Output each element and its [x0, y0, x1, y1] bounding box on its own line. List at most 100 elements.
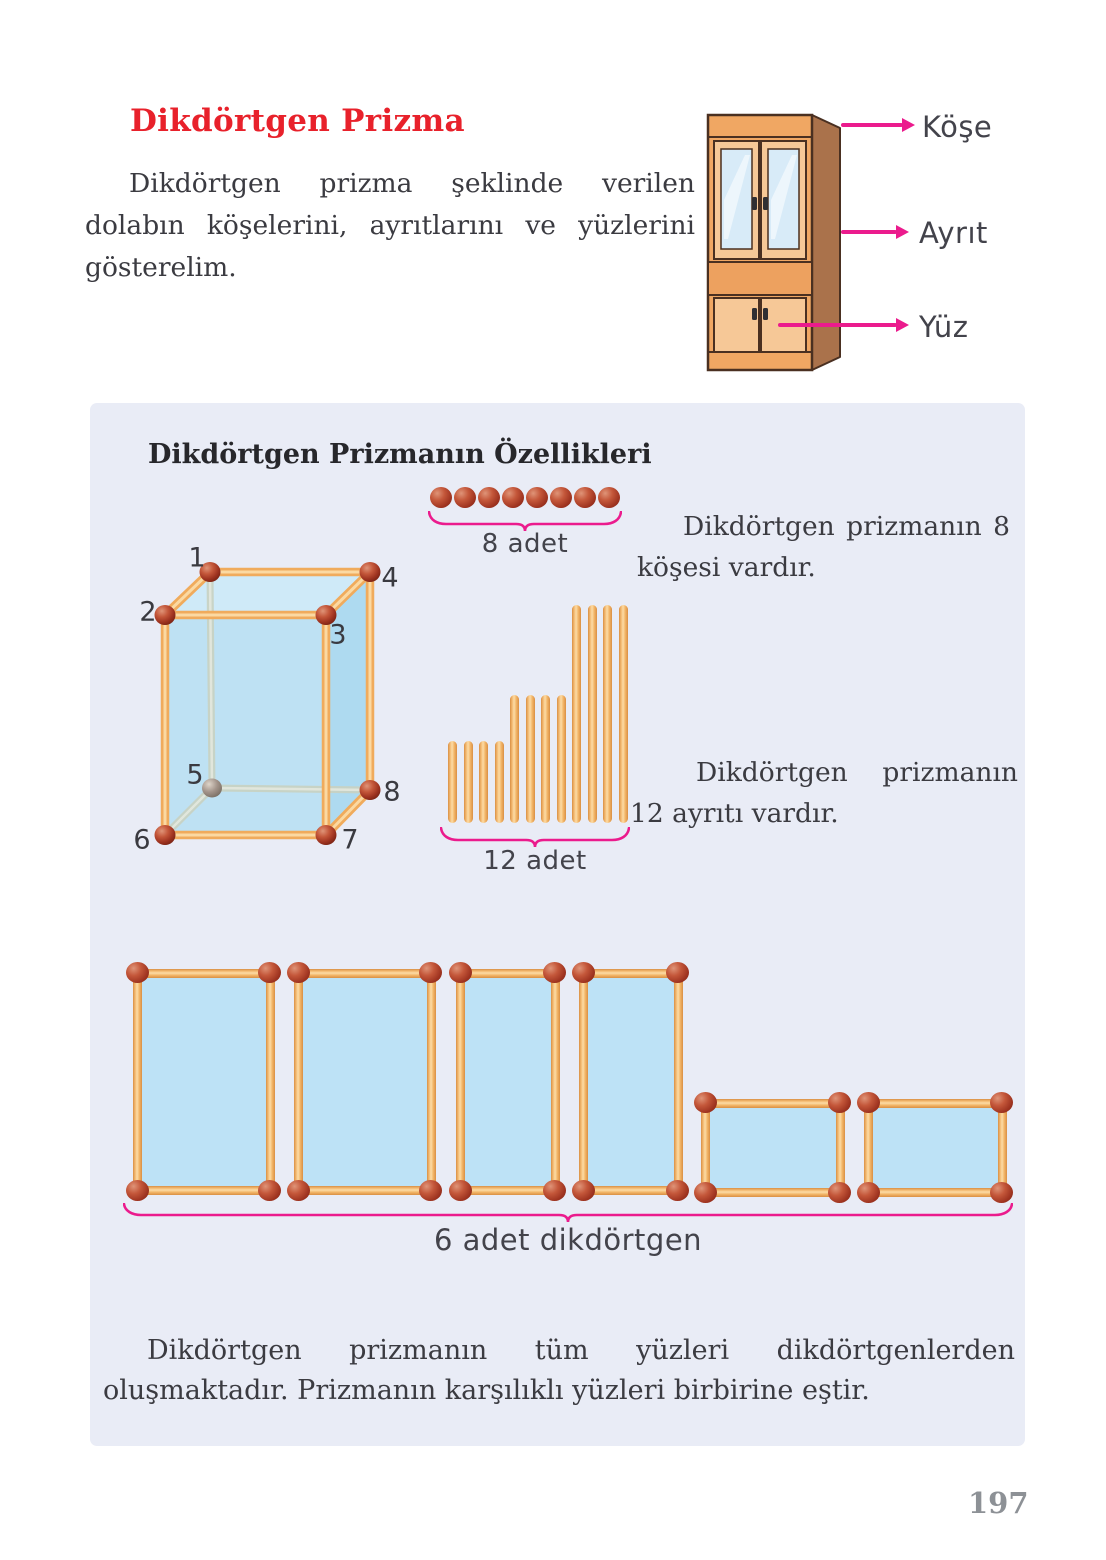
count-label-8-adet: 8 adet	[481, 529, 569, 559]
stick	[618, 605, 628, 823]
prism-corner-2: 2	[139, 596, 157, 628]
stick-edge	[673, 968, 683, 1195]
door-handle	[763, 308, 768, 320]
corner-bead	[990, 1092, 1013, 1113]
stick-edge	[265, 968, 275, 1195]
corner-bead	[543, 962, 566, 983]
corner-bead	[572, 962, 595, 983]
corner-bead	[449, 962, 472, 983]
intro-paragraph: Dikdörtgen prizma şeklinde verilen dolab…	[85, 167, 695, 283]
corner-bead	[543, 1180, 566, 1201]
prism-corner-7: 7	[341, 824, 359, 856]
visible-edges	[160, 567, 375, 840]
panel-title: Dikdörtgen Prizmanın Özellikleri	[148, 439, 652, 471]
stick-edge	[578, 968, 588, 1195]
stick	[572, 605, 581, 823]
corner-bead	[258, 1180, 281, 1201]
stick-edge	[455, 968, 560, 978]
edge-stick-bundle	[448, 605, 628, 823]
corner-beads	[154, 562, 381, 845]
cabinet-lower-door-left	[713, 297, 760, 353]
rectangle-face-1	[126, 962, 281, 1201]
corner-bead	[828, 1182, 851, 1203]
corner-bead	[287, 962, 310, 983]
stick	[587, 605, 597, 823]
stick-edge	[700, 1187, 845, 1197]
prism-corner-1: 1	[188, 542, 206, 574]
stick-edge	[997, 1098, 1007, 1197]
corner-bead	[572, 1180, 595, 1201]
prism-corner-4: 4	[381, 562, 399, 594]
corner-bead	[126, 1180, 149, 1201]
corner-bead	[419, 1180, 442, 1201]
stick	[525, 695, 535, 823]
stick-edge	[455, 1185, 560, 1195]
stick-edge	[132, 968, 142, 1195]
arrow-shaft	[841, 123, 903, 127]
stick	[556, 695, 566, 823]
arrow-shaft	[841, 230, 897, 234]
stick-edge	[132, 1185, 275, 1195]
arrow-yuz	[778, 318, 909, 332]
stick-edge	[863, 1098, 873, 1197]
prism-corner-5: 5	[186, 759, 204, 791]
label-kose: Köşe	[922, 110, 993, 144]
rectangle-face-5	[694, 1092, 851, 1203]
conclusion-paragraph: Dikdörtgen prizmanın tüm yüzleri dikdört…	[103, 1335, 1015, 1406]
stick-edge	[132, 968, 275, 978]
corner-bead	[857, 1092, 880, 1113]
arrow-head-icon	[896, 318, 909, 332]
statement-corners: Dikdörtgen prizmanın 8 köşesi vardır.	[637, 510, 1010, 583]
page-title: Dikdörtgen Prizma	[130, 102, 465, 139]
prism-top-face	[165, 572, 370, 615]
corner-bead	[694, 1092, 717, 1113]
bead	[526, 487, 548, 508]
bead	[478, 487, 500, 508]
corner-bead-row	[430, 487, 620, 508]
bead	[454, 487, 476, 508]
rectangle-face-4	[572, 962, 689, 1201]
prism-corner-6: 6	[133, 824, 151, 856]
arrow-kose	[841, 118, 915, 132]
prism-corner-3: 3	[329, 619, 347, 651]
door-handle	[763, 197, 768, 210]
stick-edge	[863, 1187, 1007, 1197]
stick-edge	[863, 1098, 1007, 1108]
cabinet-illustration	[706, 113, 841, 372]
label-yuz: Yüz	[919, 310, 969, 344]
prism-right-face	[326, 572, 370, 835]
brace-12-adet	[440, 827, 630, 848]
stick-edge	[293, 968, 436, 978]
arrow-head-icon	[902, 118, 915, 132]
bead	[598, 487, 620, 508]
stick	[463, 741, 473, 823]
stick-edge	[578, 1185, 683, 1195]
corner-bead	[449, 1180, 472, 1201]
rectangle-face-2	[287, 962, 442, 1201]
stick-edge	[426, 968, 436, 1195]
stick-edge	[578, 968, 683, 978]
arrow-ayrit	[841, 225, 909, 239]
label-ayrit: Ayrıt	[919, 216, 988, 250]
stick-edge	[835, 1098, 845, 1197]
stick-edge	[293, 1185, 436, 1195]
corner-bead	[287, 1180, 310, 1201]
bead	[430, 487, 452, 508]
corner-bead	[990, 1182, 1013, 1203]
brace-6-adet	[123, 1203, 1013, 1223]
corner-bead	[857, 1182, 880, 1203]
door-handle	[752, 308, 757, 320]
cabinet-middle-band	[707, 261, 813, 296]
hidden-edges	[161, 568, 374, 839]
door-handle	[752, 197, 757, 210]
stick	[603, 605, 612, 823]
statement-edges: Dikdörtgen prizmanın 12 ayrıtı vardır.	[630, 756, 1018, 829]
count-label-12-adet: 12 adet	[483, 846, 587, 876]
stick	[479, 741, 488, 823]
stick	[510, 695, 519, 823]
corner-bead	[694, 1182, 717, 1203]
corner-bead	[666, 962, 689, 983]
prism-front-face	[165, 615, 326, 835]
prism-corner-8: 8	[383, 776, 401, 808]
stick-edge	[293, 968, 303, 1195]
